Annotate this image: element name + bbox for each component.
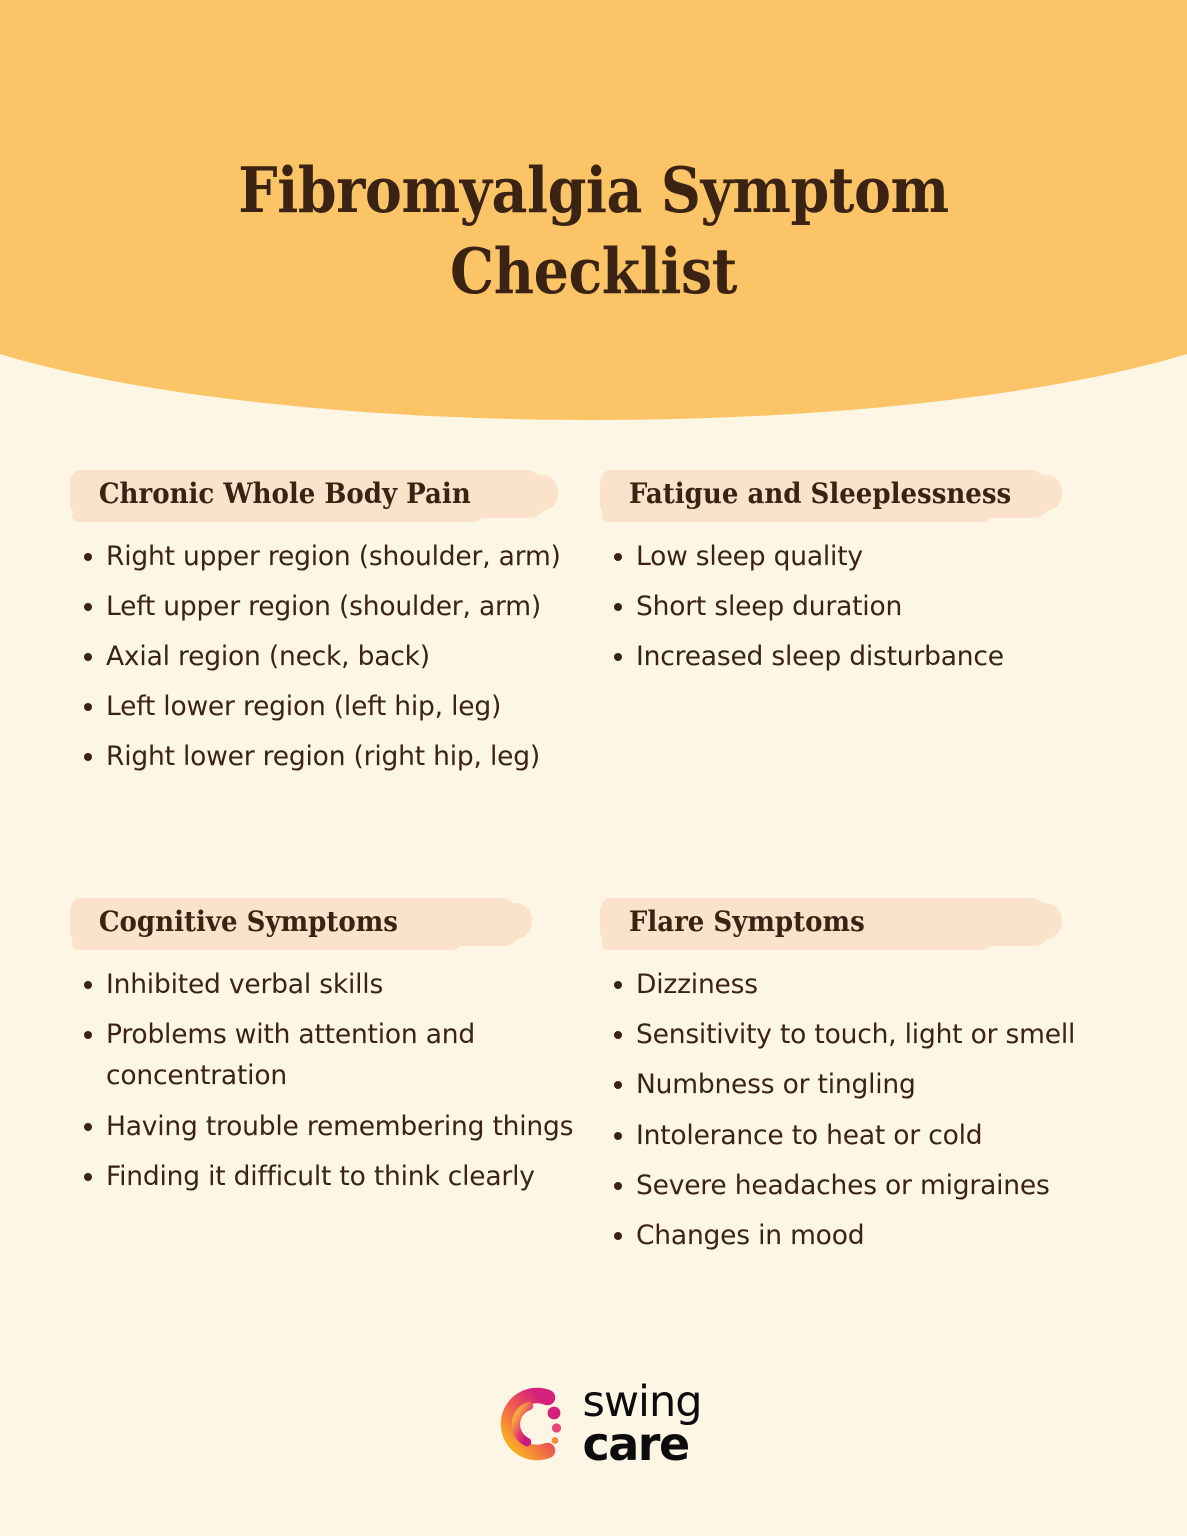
symptom-list-chronic-whole-body-pain: Right upper region (shoulder, arm) Left … [70, 536, 590, 777]
list-item: Increased sleep disturbance [600, 636, 1167, 677]
list-item-label: Sensitivity to touch, light or smell [636, 1019, 1076, 1051]
bullet-icon [84, 981, 92, 990]
list-item-label: Intolerance to heat or cold [636, 1119, 983, 1151]
header-banner [0, 0, 1187, 420]
list-item-label: Changes in mood [636, 1219, 865, 1251]
bullet-icon [614, 1231, 622, 1240]
list-item: Short sleep duration [600, 586, 1167, 627]
bullet-icon [614, 553, 622, 561]
list-item: Right lower region (right hip, leg) [70, 736, 590, 777]
brand-wordmark: swing care [582, 1377, 702, 1471]
section-row-spacer [0, 786, 1187, 898]
bullet-icon [84, 603, 92, 612]
bullet-icon [84, 1031, 92, 1040]
bullet-icon [84, 703, 92, 712]
list-item-label: Problems with attention and concentratio… [106, 1019, 475, 1092]
section-heading-chronic-whole-body-pain: Chronic Whole Body Pain [70, 470, 590, 524]
section-row-2: Cognitive Symptoms Inhibited verbal skil… [0, 898, 1187, 1264]
symptom-list-cognitive-symptoms: Inhibited verbal skills Problems with at… [70, 964, 590, 1196]
brand-word-care: care [582, 1416, 690, 1471]
list-item-label: Numbness or tingling [636, 1069, 916, 1101]
bullet-icon [84, 653, 92, 662]
section-heading-label: Flare Symptoms [628, 905, 865, 939]
list-item: Intolerance to heat or cold [600, 1115, 1167, 1156]
list-item: Numbness or tingling [600, 1064, 1167, 1105]
section-heading-flare-symptoms: Flare Symptoms [600, 898, 1167, 952]
list-item: Changes in mood [600, 1215, 1167, 1256]
bullet-icon [614, 603, 622, 612]
list-item-label: Short sleep duration [636, 591, 903, 623]
page-title: Fibromyalgia Symptom Checklist [71, 150, 1116, 311]
section-heading-label: Fatigue and Sleeplessness [628, 477, 1012, 510]
section-heading-label: Cognitive Symptoms [98, 905, 398, 939]
bullet-icon [614, 1131, 622, 1140]
bullet-icon [84, 553, 92, 561]
heading-highlight-brush [600, 470, 1062, 522]
page-title-line-1: Fibromyalgia Symptom [238, 153, 949, 227]
list-item: Left upper region (shoulder, arm) [70, 586, 590, 627]
brand-word-swing: swing [582, 1377, 702, 1428]
list-item: Right upper region (shoulder, arm) [70, 536, 590, 577]
list-item-label: Left upper region (shoulder, arm) [106, 591, 541, 623]
list-item: Severe headaches or migraines [600, 1165, 1167, 1206]
bullet-icon [84, 1172, 92, 1181]
bullet-icon [614, 1081, 622, 1090]
section-cognitive-symptoms: Cognitive Symptoms Inhibited verbal skil… [0, 898, 600, 1264]
list-item-label: Right upper region (shoulder, arm) [106, 541, 561, 572]
bullet-icon [614, 1031, 622, 1040]
footer-brand-logo: swing care [0, 1380, 1187, 1468]
section-chronic-whole-body-pain: Chronic Whole Body Pain Right upper regi… [0, 470, 600, 786]
list-item: Inhibited verbal skills [70, 964, 590, 1005]
heading-highlight-brush [70, 470, 558, 522]
bullet-icon [84, 753, 92, 762]
list-item-label: Left lower region (left hip, leg) [106, 691, 502, 723]
list-item-label: Severe headaches or migraines [636, 1169, 1050, 1201]
bullet-icon [614, 981, 622, 990]
page-title-line-2: Checklist [450, 233, 737, 308]
list-item-label: Low sleep quality [636, 541, 863, 572]
header-curve-shape [0, 0, 1187, 420]
list-item: Sensitivity to touch, light or smell [600, 1014, 1167, 1055]
section-heading-cognitive-symptoms: Cognitive Symptoms [70, 898, 590, 952]
checklist-content: Chronic Whole Body Pain Right upper regi… [0, 470, 1187, 1265]
list-item-label: Right lower region (right hip, leg) [106, 741, 540, 773]
list-item-label: Increased sleep disturbance [636, 641, 1004, 673]
logo-lockup: swing care [485, 1377, 703, 1471]
swing-care-c-mark-icon [485, 1380, 573, 1468]
bullet-icon [614, 653, 622, 662]
section-heading-fatigue-and-sleeplessness: Fatigue and Sleeplessness [600, 470, 1167, 524]
bullet-icon [614, 1181, 622, 1190]
list-item-label: Dizziness [636, 969, 758, 1001]
list-item-label: Having trouble remembering things [106, 1110, 574, 1142]
bullet-icon [84, 1122, 92, 1131]
list-item: Left lower region (left hip, leg) [70, 686, 590, 727]
list-item: Having trouble remembering things [70, 1106, 590, 1147]
heading-highlight-brush [600, 898, 1062, 951]
heading-highlight-brush [70, 898, 532, 951]
list-item-label: Inhibited verbal skills [106, 969, 384, 1001]
section-row-1: Chronic Whole Body Pain Right upper regi… [0, 470, 1187, 786]
list-item: Low sleep quality [600, 536, 1167, 577]
list-item-label: Axial region (neck, back) [106, 641, 430, 673]
list-item: Axial region (neck, back) [70, 636, 590, 677]
symptom-list-fatigue-and-sleeplessness: Low sleep quality Short sleep duration I… [600, 536, 1167, 677]
symptom-list-flare-symptoms: Dizziness Sensitivity to touch, light or… [600, 964, 1167, 1255]
list-item: Dizziness [600, 964, 1167, 1005]
section-flare-symptoms: Flare Symptoms Dizziness Sensitivity to … [600, 898, 1187, 1264]
list-item: Problems with attention and concentratio… [70, 1014, 590, 1096]
section-fatigue-and-sleeplessness: Fatigue and Sleeplessness Low sleep qual… [600, 470, 1187, 786]
list-item: Finding it difficult to think clearly [70, 1156, 590, 1197]
section-heading-label: Chronic Whole Body Pain [98, 477, 471, 510]
list-item-label: Finding it difficult to think clearly [106, 1160, 535, 1192]
